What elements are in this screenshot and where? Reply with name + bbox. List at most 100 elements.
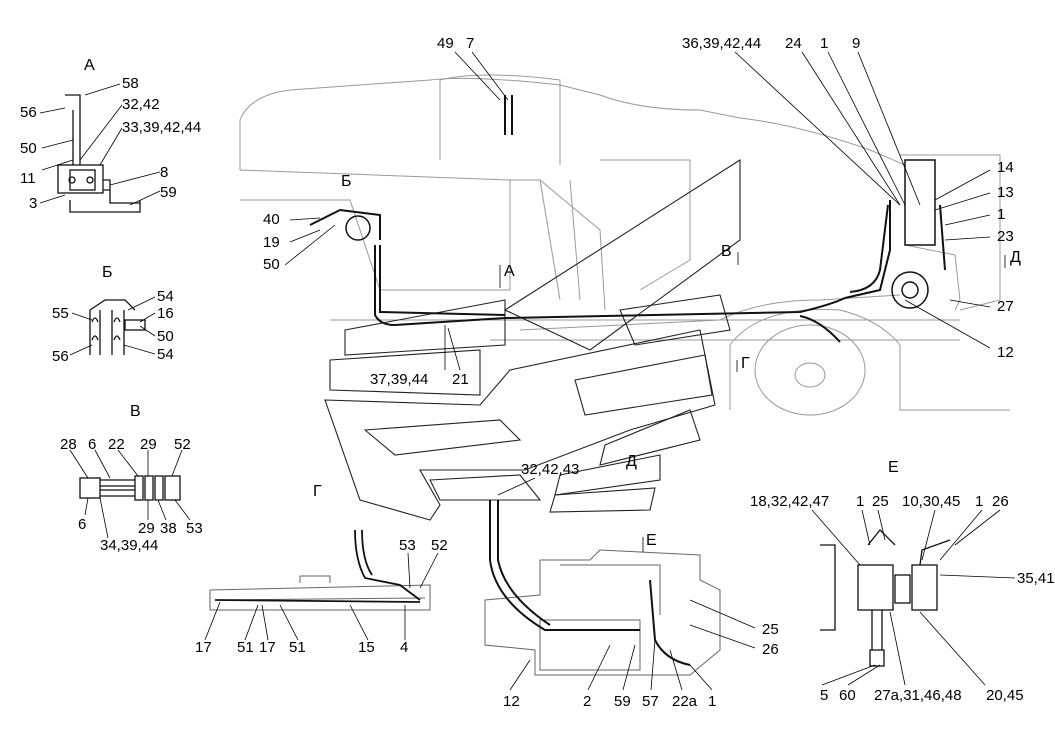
view-a-callout-33-39-42-44: 33,39,42,44 [122,119,202,136]
cover-panel-2 [344,299,506,356]
view-g-callout-51-b: 51 [289,639,306,656]
view-g-title: Г [313,483,322,500]
view-v-callout-29-bottom: 29 [138,520,155,537]
view-e-callout-20-45: 20,45 [986,687,1024,704]
view-d-callout-22a: 22а [672,693,698,710]
main-hose-2 [379,245,506,316]
view-a-callout-32-42: 32,42 [122,96,160,113]
view-g-callout-17-b: 17 [259,639,276,656]
cover-panel-6 [429,474,542,501]
callout-13: 13 [997,184,1014,201]
view-a-callout-3: 3 [29,195,38,212]
view-d-callout-59: 59 [614,693,631,710]
cover-panel-4 [324,329,716,521]
view-e-callout-10-30-45: 10,30,45 [902,493,961,510]
view-g-callout-53: 53 [399,537,416,554]
view-g-callout-4: 4 [400,639,409,656]
view-d-callout-12: 12 [503,693,520,710]
view-e-callout-25: 25 [872,493,889,510]
view-e-callout-26: 26 [992,493,1009,510]
callout-50: 50 [263,256,280,273]
view-b-callout-54-bottom: 54 [157,346,174,363]
wheel-arch [729,308,1010,411]
chassis-rail [519,294,901,331]
view-e-callout-1-a: 1 [856,493,865,510]
section-mark-v: В [721,243,732,260]
callout-27: 27 [997,298,1014,315]
cover-panel-7 [599,409,701,466]
callout-9: 9 [852,35,861,52]
view-e-callout-27a-31-46-48: 27а,31,46,48 [874,687,962,704]
view-d-linework [484,549,721,676]
filter-circle [345,215,371,241]
section-mark-d: Д [1010,249,1021,266]
view-a-callout-59: 59 [160,184,177,201]
view-e-callout-1-b: 1 [975,493,984,510]
callout-7: 7 [466,35,475,52]
callout-21: 21 [452,371,469,388]
cover-panel-5 [363,419,522,456]
view-e-callout-5: 5 [820,687,829,704]
view-g-linework [209,575,431,611]
view-v-callout-52: 52 [174,436,191,453]
radiator-hose-2 [939,204,946,271]
radiator-hose [849,204,889,293]
view-g-callout-17-a: 17 [195,639,212,656]
callout-12-right: 12 [997,344,1014,361]
view-a-callout-8: 8 [160,164,169,181]
view-v-callout-6-top: 6 [88,436,97,453]
callout-23: 23 [997,228,1014,245]
view-v-callout-22: 22 [108,436,125,453]
frame-line-upper [240,199,510,291]
view-v-linework [79,475,181,501]
view-e-callout-60: 60 [839,687,856,704]
machine-outline [239,77,961,311]
callout-40: 40 [263,211,280,228]
cover-panel-diagonal [503,158,741,351]
view-d-callout-25: 25 [762,621,779,638]
radiator-box [900,154,1001,311]
callout-36-39-42-44: 36,39,42,44 [682,35,762,52]
cover-panel-8 [554,454,661,496]
callout-14: 14 [997,159,1014,176]
view-v-callout-29-top: 29 [140,436,157,453]
view-b-callout-16: 16 [157,305,174,322]
view-d-title: Д [626,453,637,470]
view-v-callout-38: 38 [160,520,177,537]
view-d-callout-1: 1 [708,693,717,710]
view-v-callout-28: 28 [60,436,77,453]
rear-panel [600,159,691,291]
view-d-callout-57: 57 [642,693,659,710]
view-b-callout-55: 55 [52,305,69,322]
return-hose [799,315,841,343]
view-e-title: Е [888,459,899,476]
view-g-callout-52: 52 [431,537,448,554]
view-d-callout-2: 2 [583,693,592,710]
front-wheel-hub [794,362,826,388]
view-b-callout-54-top: 54 [157,288,174,305]
section-mark-e: Е [646,532,657,549]
cover-panel-11 [619,294,731,346]
view-a-callout-56: 56 [20,104,37,121]
callout-37-39-44: 37,39,44 [370,371,429,388]
cover-panel-9 [549,487,656,513]
view-a-title: А [84,57,95,74]
front-wheel [754,324,866,416]
view-e-linework [820,529,951,667]
view-g-callout-15: 15 [358,639,375,656]
view-e-callout-35-41: 35,41 [1017,570,1055,587]
view-v-callout-34-39-44: 34,39,44 [100,537,159,554]
callout-1-right: 1 [997,206,1006,223]
callout-1-top: 1 [820,35,829,52]
cluster-b-hoses [309,208,381,240]
view-v-callout-6-bottom: 6 [78,516,87,533]
callout-49: 49 [437,35,454,52]
tank-unit [904,159,936,246]
view-b-callout-50: 50 [157,328,174,345]
view-b-title: Б [102,264,113,281]
view-a-callout-58: 58 [122,75,139,92]
view-a-callout-11: 11 [20,170,36,187]
callout-24: 24 [785,35,802,52]
